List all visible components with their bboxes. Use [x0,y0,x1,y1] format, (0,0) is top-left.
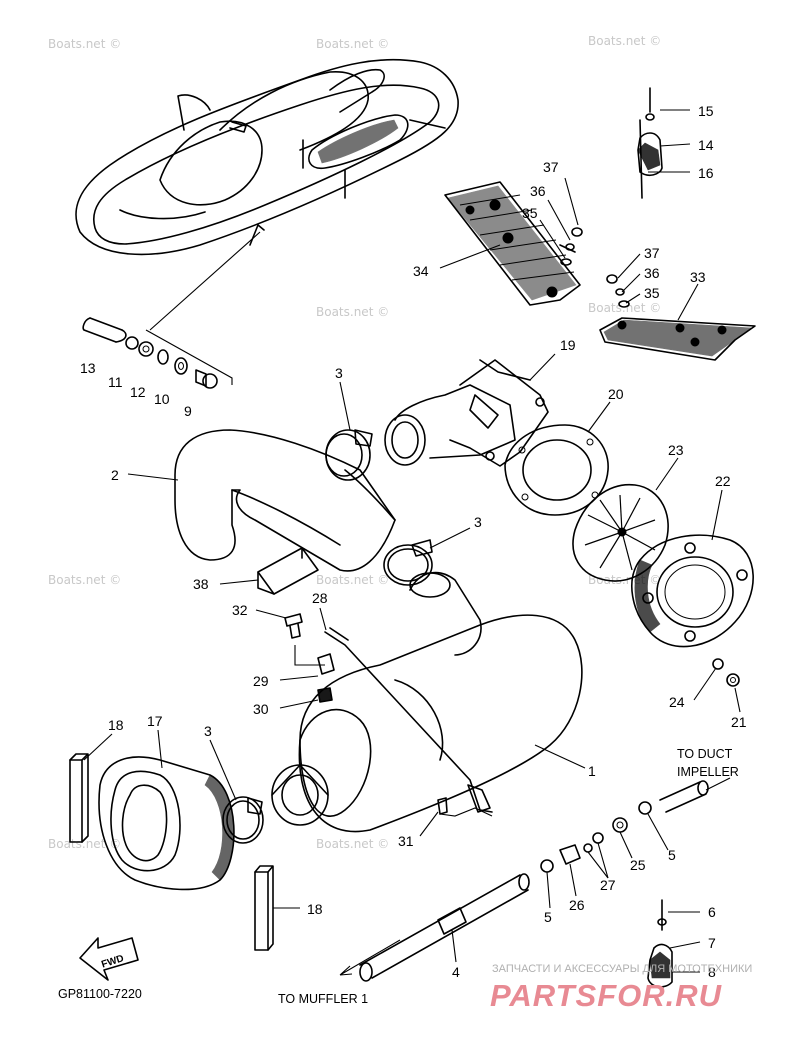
callout-number: 31 [398,833,414,849]
watermark: Boats.net © [588,34,661,48]
callout-number: 24 [669,694,685,710]
flange-22 [631,534,754,687]
to-muffler-note: TO MUFFLER 1 [278,992,368,1006]
hose-clamp-3 [222,796,264,844]
callout-number: 3 [335,365,343,381]
callout-numbers: 15 14 16 37 36 35 34 37 36 35 33 13 11 1… [80,103,747,980]
callout-number: 38 [193,576,209,592]
callout-number: 2 [111,467,119,483]
callout-number: 36 [530,183,546,199]
pad-18 [254,865,274,951]
fwd-arrow: FWD [79,937,139,981]
callout-number: 18 [108,717,124,733]
small-parts-28-32 [284,613,493,817]
callout-number: 15 [698,103,714,119]
watercraft-illustration [75,58,459,256]
callout-number: 3 [474,514,482,530]
cover-strip-34 [444,181,583,306]
callout-number: 5 [544,909,552,925]
muffler-1 [271,571,583,833]
callout-number: 12 [130,384,146,400]
callout-number: 37 [543,159,559,175]
to-duct-note-line1: TO DUCT [677,747,733,761]
watermark: Boats.net © [48,573,121,587]
bracket-38 [257,547,319,595]
leader-line [149,231,261,331]
watermark: Boats.net © [48,837,121,851]
callout-number: 19 [560,337,576,353]
callout-number: 35 [644,285,660,301]
routing-notes: TO DUCT IMPELLER TO MUFFLER 1 [278,747,739,1006]
pad-18 [69,753,89,843]
callout-number: 5 [668,847,676,863]
rubber-duct-17 [98,756,235,891]
brand-name: PARTSFOR.RU [490,978,723,1013]
callout-number: 30 [253,701,269,717]
callout-number: 18 [307,901,323,917]
plate-33 [599,274,756,361]
watermark: Boats.net © [316,573,389,587]
callout-number: 3 [204,723,212,739]
callout-number: 26 [569,897,585,913]
plate-23 [572,483,669,582]
callout-number: 27 [600,877,616,893]
callout-number: 13 [80,360,96,376]
watermark: Boats.net © [316,37,389,51]
callout-number: 28 [312,590,328,606]
callout-number: 33 [690,269,706,285]
callout-number: 35 [522,205,538,221]
to-duct-note-line2: IMPELLER [677,765,739,779]
callout-number: 10 [154,391,170,407]
callout-number: 6 [708,904,716,920]
callout-number: 7 [708,935,716,951]
brand-watermark: ЗАПЧАСТИ И АКСЕССУАРЫ ДЛЯ МОТОТЕХНИКИ PA… [490,963,752,1013]
hose-clamp-3 [383,539,433,586]
callout-number: 16 [698,165,714,181]
diagram-code: GP81100-7220 [58,987,142,1001]
callout-number: 17 [147,713,163,729]
callout-number: 9 [184,403,192,419]
callout-number: 4 [452,964,460,980]
callout-number: 25 [630,857,646,873]
callout-number: 21 [731,714,747,730]
callout-number: 34 [413,263,429,279]
elbow-joint-19 [384,359,549,467]
callout-number: 11 [108,374,123,390]
watermark: Boats.net © [316,837,389,851]
callout-number: 29 [253,673,269,689]
bracket-6-8 [647,899,673,988]
watermark: Boats.net © [316,305,389,319]
fitting-parts-9-13 [82,317,233,389]
leader-lines [83,109,741,973]
callout-number: 22 [715,473,731,489]
gasket-20 [504,424,609,516]
callout-number: 37 [644,245,660,261]
callout-number: 14 [698,137,714,153]
callout-number: 20 [608,386,624,402]
callout-number: 8 [708,964,716,980]
callout-number: 1 [588,763,596,779]
watermark: Boats.net © [588,301,661,315]
brand-tagline: ЗАПЧАСТИ И АКСЕССУАРЫ ДЛЯ МОТОТЕХНИКИ [492,963,752,975]
callout-number: 32 [232,602,248,618]
watermark: Boats.net © [48,37,121,51]
bracket-14-16 [637,87,663,199]
pipe-4 [339,873,530,982]
callout-number: 36 [644,265,660,281]
callout-number: 23 [668,442,684,458]
rubber-hose-2 [174,429,396,572]
